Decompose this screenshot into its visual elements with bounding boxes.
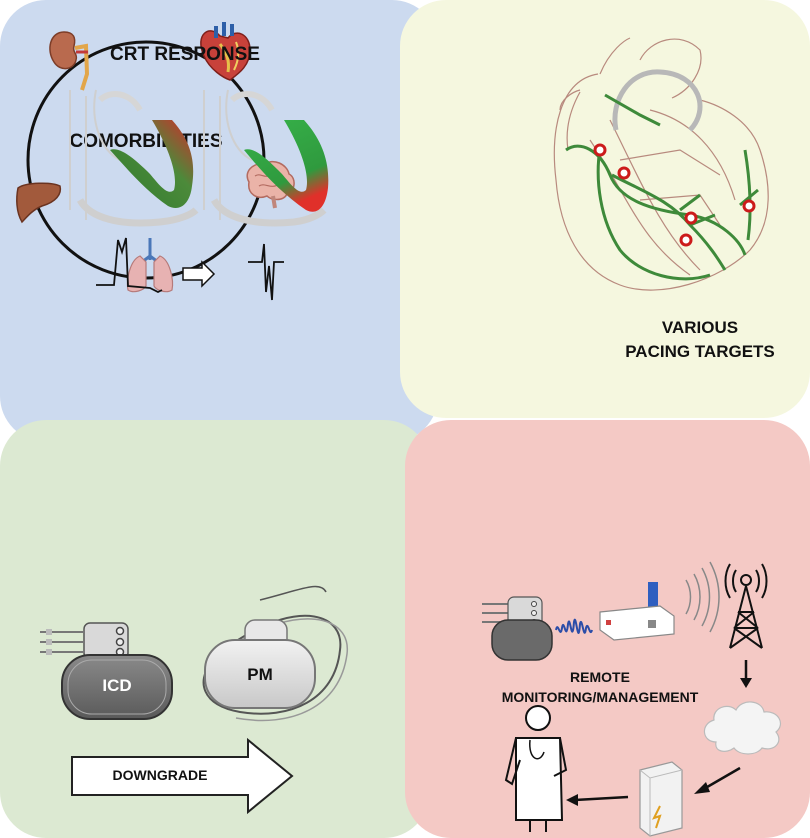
crt-response-panel: CRT RESPONSE: [0, 0, 370, 345]
pacing-target-2: [617, 166, 631, 180]
downgrade-label: DOWNGRADE: [112, 767, 208, 783]
pacing-targets-label: VARIOUS PACING TARGETS: [600, 316, 800, 364]
wide-qrs-waveform: [96, 237, 163, 294]
server-icon: [639, 761, 683, 837]
icd-label: ICD: [102, 676, 132, 695]
pm-label: PM: [247, 665, 273, 684]
antenna-tower-icon: [724, 563, 768, 649]
transition-arrow: [182, 260, 216, 288]
pacing-target-5: [679, 233, 693, 247]
arrow-to-server-icon: [694, 766, 741, 794]
conduction-path-main: [565, 144, 747, 256]
remote-label-line1: REMOTE: [570, 669, 630, 685]
doctor-icon: [504, 705, 568, 832]
pacing-target-1: [593, 143, 607, 157]
radio-waves-icon: [685, 561, 720, 633]
pre-crt-heart-icon: [69, 89, 199, 227]
arrow-to-doctor-icon: [566, 794, 629, 806]
router-icon: [599, 582, 675, 641]
pm-device-icon: [202, 585, 348, 722]
icd-device-icon: [40, 622, 173, 720]
narrow-qrs-waveform: [248, 243, 284, 301]
remote-label-line2: MONITORING/MANAGEMENT: [501, 689, 699, 705]
cloud-icon: [703, 701, 781, 755]
crt-response-diagram: [69, 89, 329, 301]
pacing-label-line2: PACING TARGETS: [625, 342, 775, 361]
pacing-targets-panel: [400, 0, 810, 418]
post-crt-heart-icon: [203, 89, 329, 227]
remote-monitoring-label: REMOTE MONITORING/MANAGEMENT: [470, 667, 730, 707]
pacing-target-3: [684, 211, 698, 225]
pacing-label-line1: VARIOUS: [661, 318, 739, 337]
arrow-down-icon: [740, 660, 752, 688]
pacing-target-4: [742, 199, 756, 213]
liver-icon: [16, 182, 62, 224]
heart-icon: [200, 22, 251, 81]
wireless-signal-icon: [555, 618, 593, 634]
downgrade-arrow: [71, 737, 294, 815]
pacemaker-device-icon: [482, 596, 553, 661]
heart-outline-sketch: [553, 73, 769, 291]
conduction-path-left: [611, 173, 727, 271]
crt-response-label: CRT RESPONSE: [110, 44, 260, 65]
kidney-icon: [49, 31, 90, 91]
